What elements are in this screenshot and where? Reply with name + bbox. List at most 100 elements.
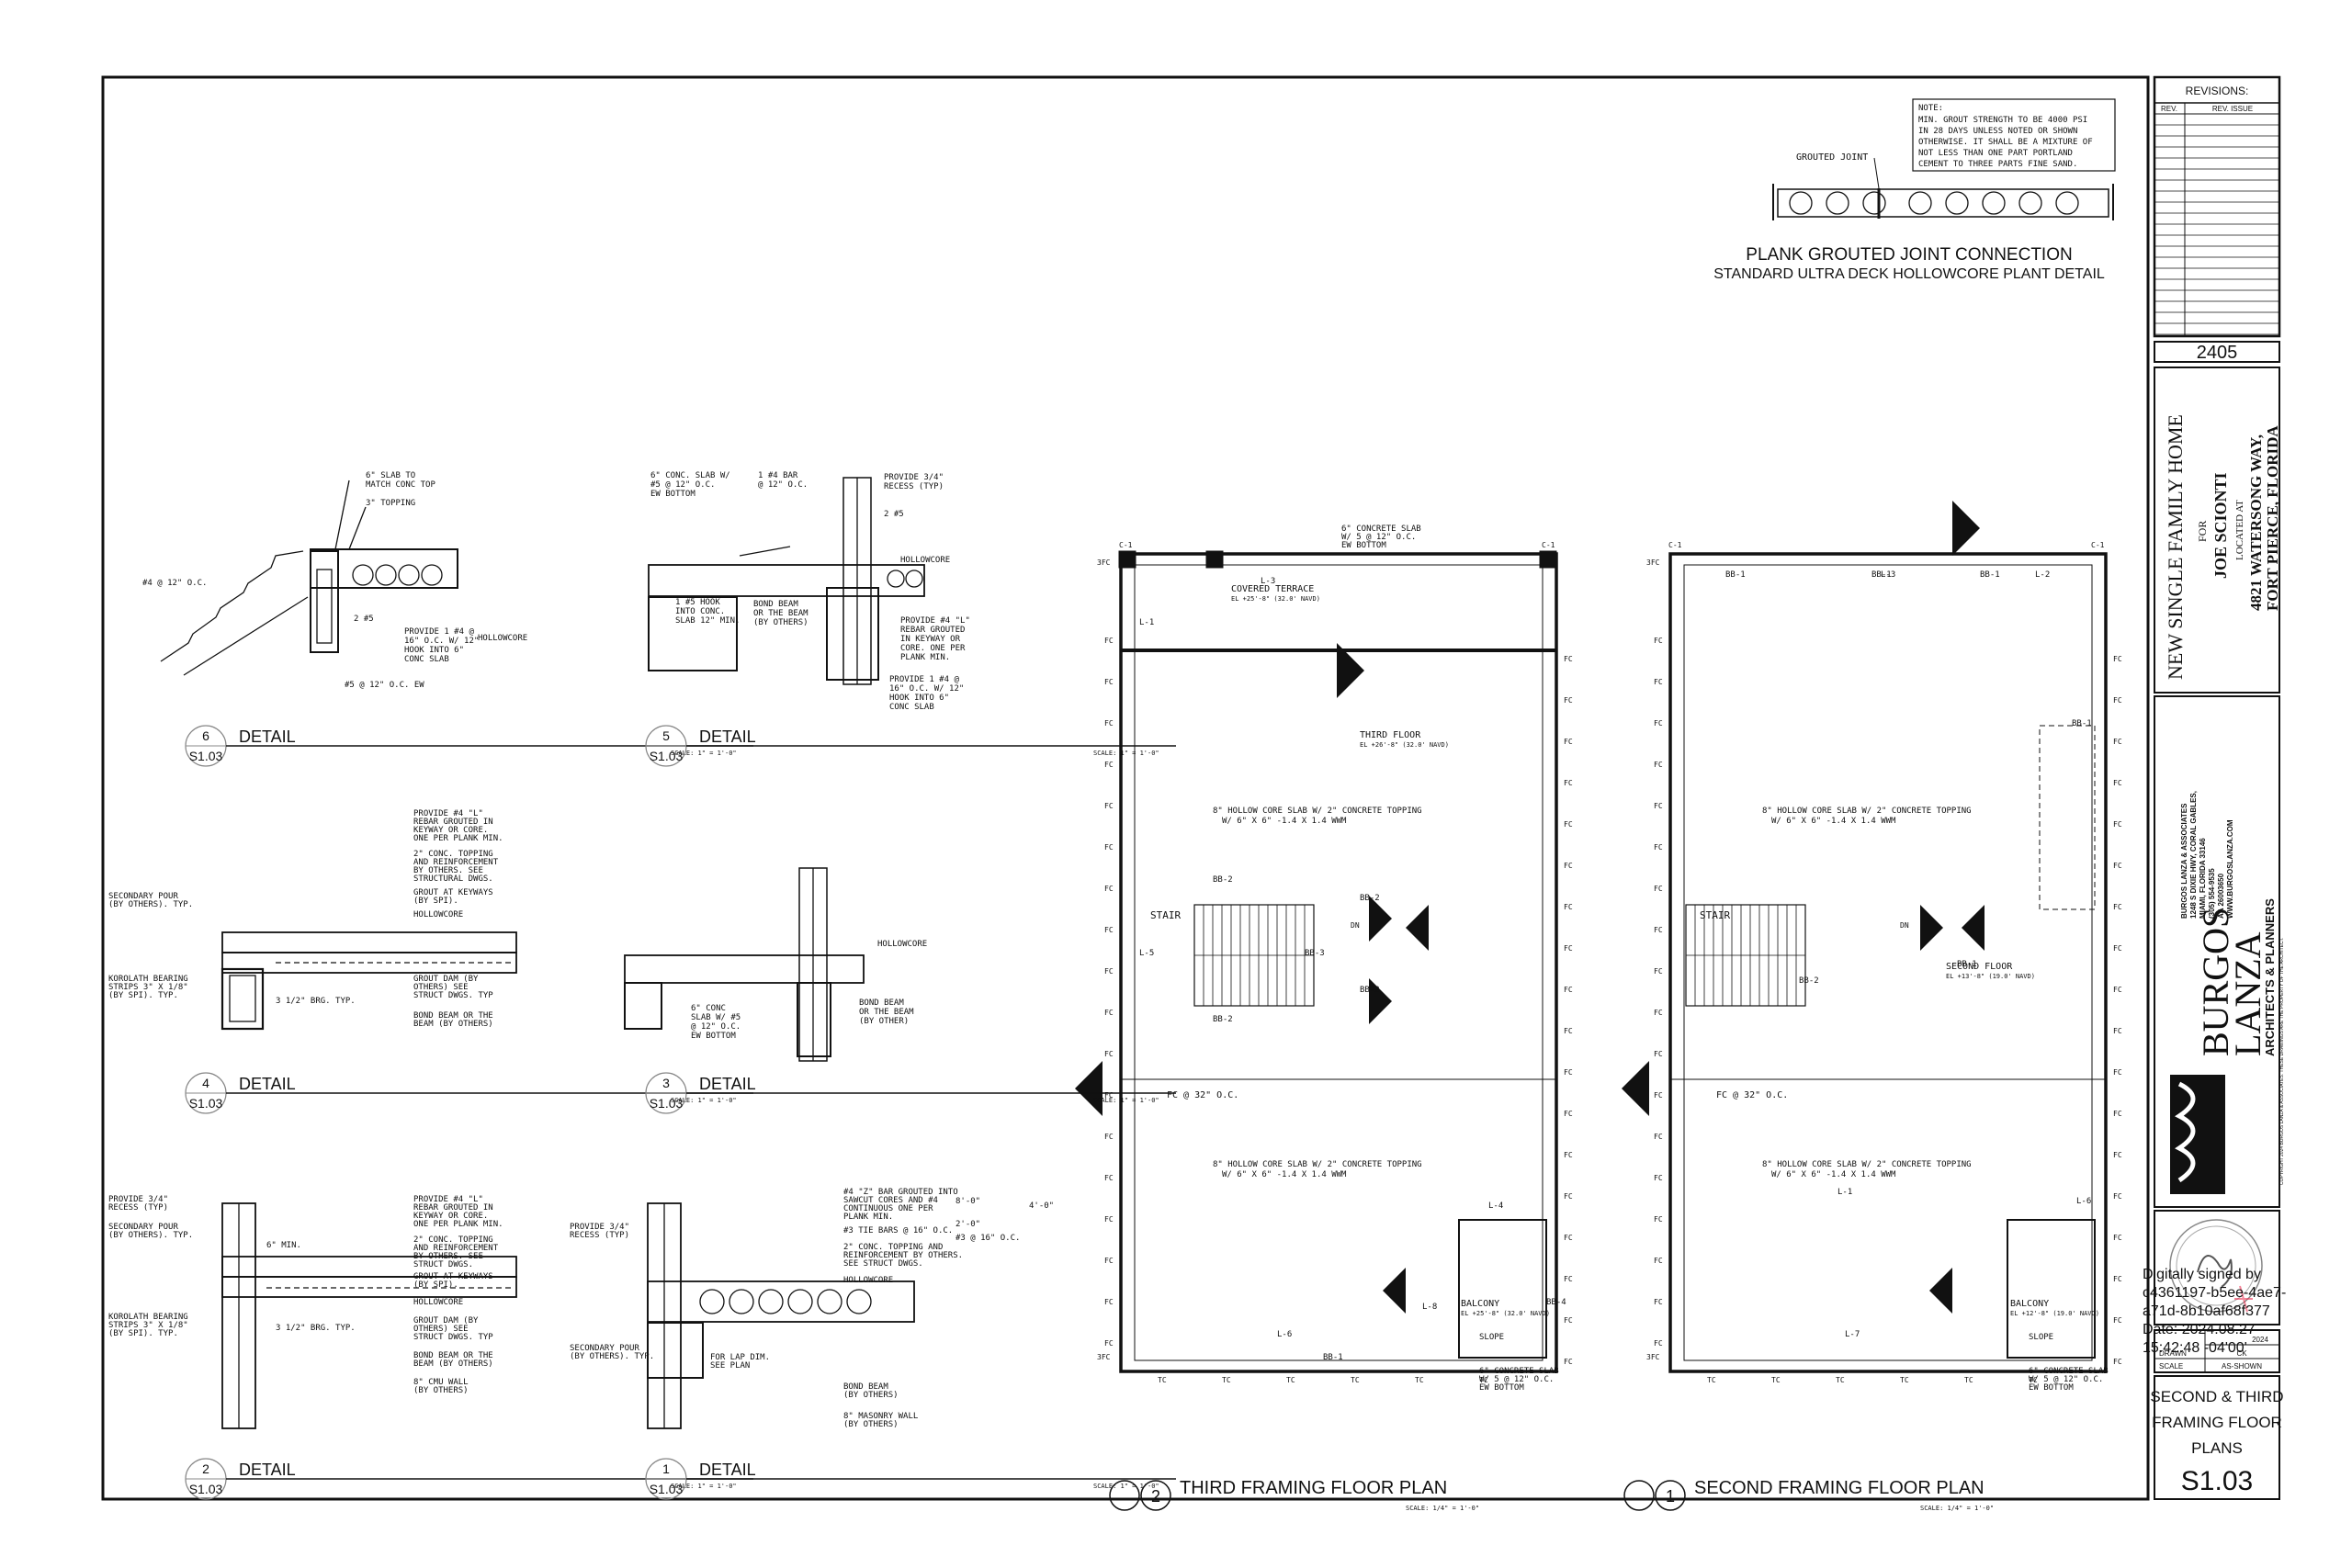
fc-label: FC xyxy=(1654,637,1663,645)
column-label: C-1 xyxy=(2091,541,2105,549)
detail-num: 5 xyxy=(662,728,670,743)
tb-sheet-number: S1.03 xyxy=(2181,1466,2253,1496)
detail3-notes-7: (BY OTHER) xyxy=(859,1017,909,1026)
fc-label: FC xyxy=(1564,986,1573,994)
detail-sheet: S1.03 xyxy=(189,749,223,763)
detail5-notes-1: #5 @ 12" O.C. xyxy=(650,480,715,490)
fc-label: FC xyxy=(1564,944,1573,953)
tb-scale-label: SCALE xyxy=(2159,1362,2183,1371)
detail2-notes-8: GROUT AT KEYWAYS xyxy=(413,1272,493,1281)
detail3-notes-3: @ 12" O.C. xyxy=(691,1022,741,1032)
note-line-0: MIN. GROUT STRENGTH TO BE 4000 PSI xyxy=(1918,116,2087,125)
fc-label: FC xyxy=(2113,1358,2122,1366)
detail-4-drawing xyxy=(220,931,517,1031)
firm-logo xyxy=(2170,1075,2225,1194)
fc3-label: 3FC xyxy=(1646,558,1660,567)
detail5-notes-7: 2 #5 xyxy=(884,510,904,519)
detail4-notes-10: HOLLOWCORE xyxy=(413,910,463,919)
detail-num: 4 xyxy=(202,1076,209,1090)
beam-label: L-1 xyxy=(1838,1188,1852,1197)
detail1-notes-18: (BY OTHERS) xyxy=(843,1420,899,1429)
fc-label: FC xyxy=(1654,1339,1663,1348)
detail2-notes-15: 6" MIN. xyxy=(266,1241,301,1250)
slope-label: SLOPE xyxy=(1479,1333,1504,1342)
fc-label: FC xyxy=(1104,1215,1114,1224)
detail1-notes-15: BOND BEAM xyxy=(843,1382,888,1392)
fc-label: FC xyxy=(1564,820,1573,829)
slab-bottom-0: 6" CONCRETE SLAB xyxy=(1479,1367,1559,1376)
beam-label: BB-1 xyxy=(1323,1353,1343,1362)
detail1-notes-3: PLANK MIN. xyxy=(843,1213,893,1222)
project-client: JOE SCIONTI xyxy=(2211,472,2230,579)
detail2-notes-3: ONE PER PLANK MIN. xyxy=(413,1220,503,1229)
stair-label: STAIR xyxy=(1700,909,1730,921)
project-located-label: LOCATED AT xyxy=(2234,500,2245,560)
fc-label: FC xyxy=(1104,1174,1114,1182)
slab-note-1: 8" HOLLOW CORE SLAB W/ 2" CONCRETE TOPPI… xyxy=(1213,807,1422,816)
tc-label: TC xyxy=(2029,1376,2038,1384)
fc-label: FC xyxy=(1654,719,1663,728)
slab-bottom-2: EW BOTTOM xyxy=(1479,1383,1524,1393)
fc-label: FC xyxy=(1654,1257,1663,1265)
project-address-2: FORT PIERCE, FLORIDA xyxy=(2264,425,2281,611)
revisions-col-issue: REV. ISSUE xyxy=(2212,105,2253,113)
fc-label: FC xyxy=(1104,678,1114,686)
detail5-notes-16: REBAR GROUTED xyxy=(900,626,965,635)
detail5-notes-14: (BY OTHERS) xyxy=(753,618,808,627)
tc-label: TC xyxy=(1158,1376,1167,1384)
fc-label: FC xyxy=(2113,1192,2122,1201)
project-info: NEW SINGLE FAMILY HOME FOR JOE SCIONTI L… xyxy=(2164,414,2281,680)
tb-date-value: 2024 xyxy=(2252,1336,2268,1344)
fc-label: FC xyxy=(2113,1110,2122,1118)
detail3-notes-4: EW BOTTOM xyxy=(691,1032,736,1041)
fc-label: FC xyxy=(1564,1151,1573,1159)
detail1-notes-6: REINFORCEMENT BY OTHERS. xyxy=(843,1251,963,1260)
detail2-notes-6: BY OTHERS. SEE xyxy=(413,1252,483,1261)
fc-label: FC xyxy=(2113,696,2122,705)
tc-label: TC xyxy=(1771,1376,1781,1384)
detail5-notes-0: 6" CONC. SLAB W/ xyxy=(650,471,730,480)
slab-note-1b: W/ 6" X 6" -1.4 X 1.4 WWM xyxy=(1222,817,1347,826)
fc-label: FC xyxy=(1104,843,1114,852)
detail2-notes-23: BOND BEAM OR THE xyxy=(413,1351,493,1360)
slab-top-2: EW BOTTOM xyxy=(1341,541,1386,550)
detail1-notes-20: 2'-0" xyxy=(956,1220,980,1229)
slab-note-1: 8" HOLLOW CORE SLAB W/ 2" CONCRETE TOPPI… xyxy=(1762,807,1972,816)
detail-3-drawing xyxy=(624,867,865,1062)
plan-title: SECOND FRAMING FLOOR PLAN xyxy=(1694,1478,1984,1498)
detail4-notes-11: SECONDARY POUR xyxy=(108,892,178,901)
fc-label: FC xyxy=(1104,802,1114,810)
second-floor-plan-drawing xyxy=(1668,552,2108,1373)
detail3-notes-1: 6" CONC xyxy=(691,1004,726,1013)
detail4-notes-16: 3 1/2" BRG. TYP. xyxy=(276,997,356,1006)
detail4-notes-5: AND REINFORCEMENT xyxy=(413,858,499,867)
detail1-notes-4: #3 TIE BARS @ 16" O.C. xyxy=(843,1226,953,1235)
fc-label: FC xyxy=(1104,885,1114,893)
stair-label: STAIR xyxy=(1150,909,1181,921)
detail1-notes-19: 8'-0" xyxy=(956,1197,980,1206)
fc-label: FC xyxy=(1104,637,1114,645)
tb-drawn-value: CK xyxy=(2236,1349,2247,1358)
detail4-notes-4: 2" CONC. TOPPING xyxy=(413,850,493,859)
detail-2-drawing xyxy=(221,1202,517,1429)
detail5-notes-5: PROVIDE 3/4" xyxy=(884,473,944,482)
beam-label: L-7 xyxy=(1845,1330,1860,1339)
balcony-elevation: EL +12'-8" (19.0' NAVD) xyxy=(2010,1310,2099,1317)
detail4-notes-8: GROUT AT KEYWAYS xyxy=(413,888,493,897)
detail6-notes-8: CONC SLAB xyxy=(404,655,449,664)
detail6-notes-6: 16" O.C. W/ 12" xyxy=(404,637,479,646)
detail2-notes-12: RECESS (TYP) xyxy=(108,1203,168,1213)
revisions-col-rev: REV. xyxy=(2161,105,2177,113)
fc-label: FC xyxy=(1654,1215,1663,1224)
note-line-4: CEMENT TO THREE PARTS FINE SAND. xyxy=(1918,160,2077,169)
detail2-notes-20: GROUT DAM (BY xyxy=(413,1316,479,1325)
fc-label: FC xyxy=(1654,885,1663,893)
plan-title: THIRD FRAMING FLOOR PLAN xyxy=(1180,1478,1447,1498)
tc-label: TC xyxy=(1222,1376,1231,1384)
detail-sheet: S1.03 xyxy=(189,1482,223,1496)
firm-name-1: BURGOS xyxy=(2195,908,2236,1056)
fc-label: FC xyxy=(1564,1275,1573,1283)
